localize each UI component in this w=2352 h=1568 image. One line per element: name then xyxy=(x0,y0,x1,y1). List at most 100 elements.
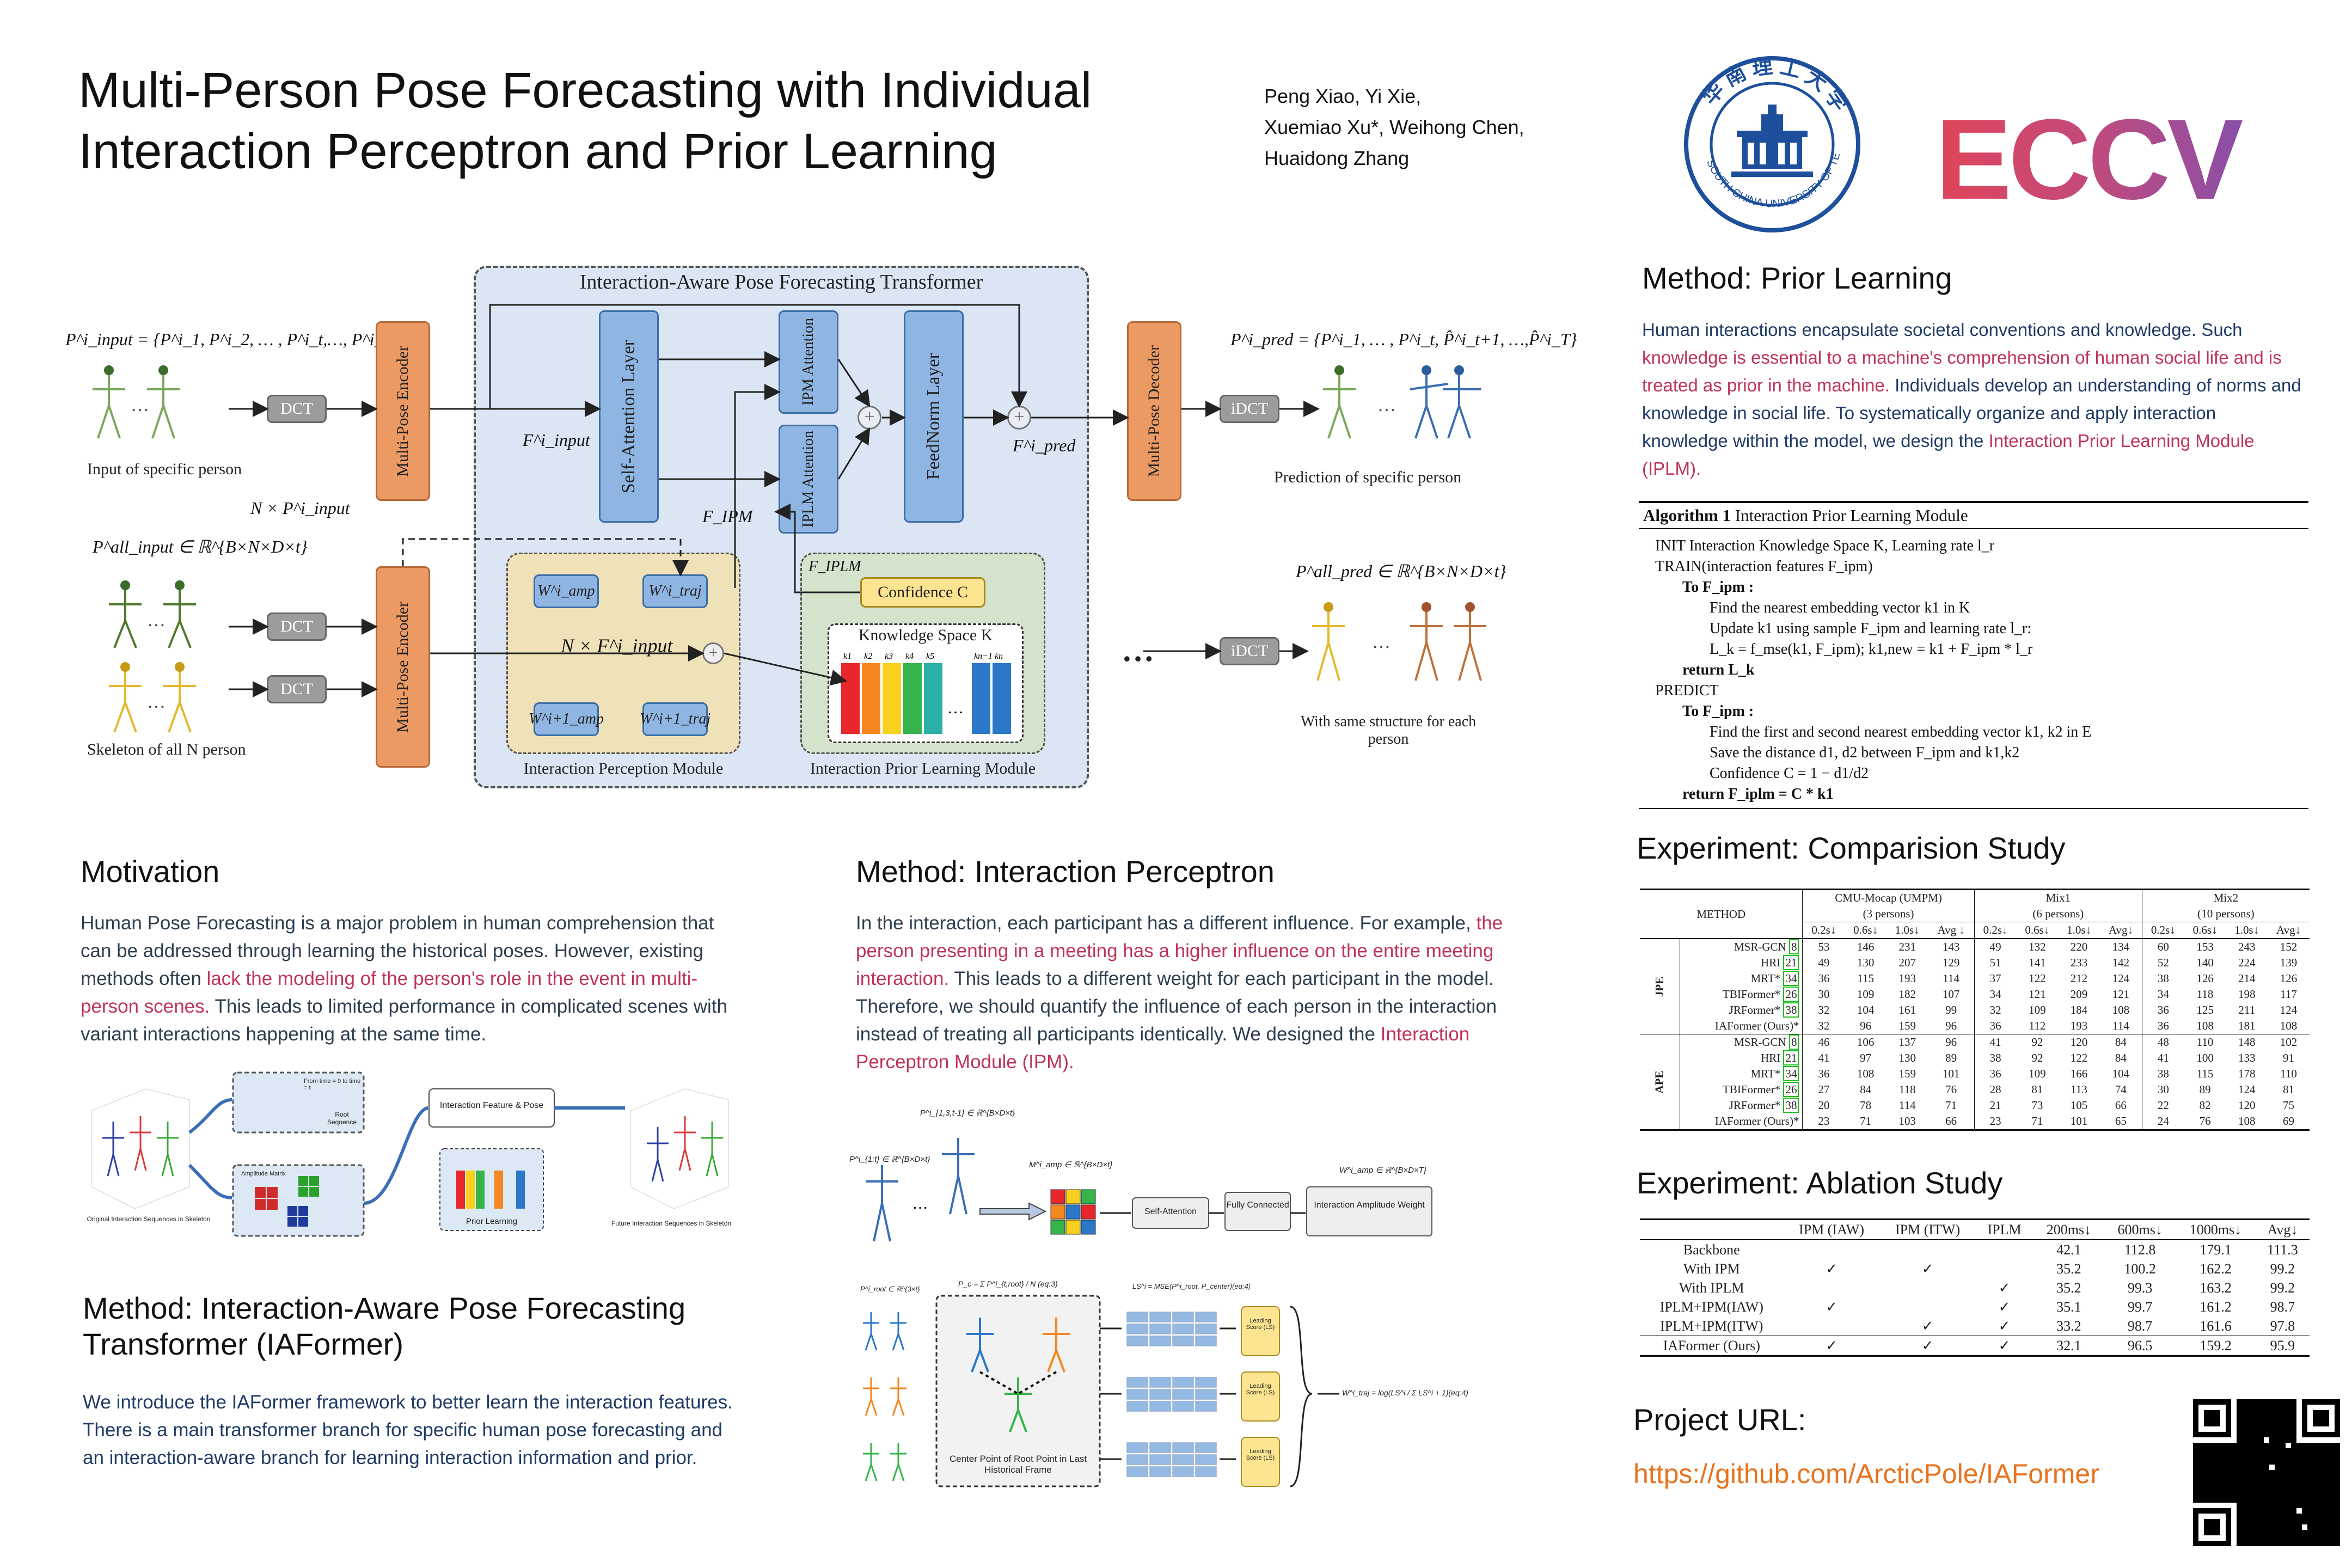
value-cell: 126 xyxy=(2280,972,2298,985)
col-header: Avg↓ xyxy=(2255,1219,2310,1240)
check-cell: ✓ xyxy=(1998,1280,2011,1296)
svg-text:…: … xyxy=(1372,632,1391,652)
scut-logo: 华 南 理 工 大 学 SOUTH CHINA UNIVERSITY OF TE… xyxy=(1678,45,1862,234)
knowledge-bar xyxy=(903,663,922,734)
value-cell: 212 xyxy=(2070,972,2088,985)
value-cell: 84 xyxy=(2115,1051,2127,1064)
group-subheader: (3 persons) xyxy=(1802,906,1975,922)
value-cell: 36 xyxy=(1974,1018,2017,1034)
value-cell: 109 xyxy=(2029,1067,2046,1080)
col-header: 0.2s↓ xyxy=(2141,922,2184,939)
value-cell: 113 xyxy=(2071,1083,2087,1096)
project-url-link[interactable]: https://github.com/ArcticPole/IAFormer xyxy=(1633,1459,2099,1489)
same-structure-caption: With same structure for each person xyxy=(1300,713,1477,748)
value-cell: 41 xyxy=(1974,1034,2017,1050)
para-text: Individuals develop an understanding of … xyxy=(1642,375,2301,451)
para-text: Human Pose Forecasting is a major proble… xyxy=(81,912,714,989)
knowledge-bar xyxy=(972,663,990,734)
algorithm-title: Algorithm 1 Interaction Prior Learning M… xyxy=(1639,503,2308,528)
pred-label: P^i_pred = {P^i_1, … , P^i_t, P̂^i_t+1, … xyxy=(1230,329,1577,349)
knowledge-bar-label: kn−1 xyxy=(974,652,993,661)
value-cell: 78 xyxy=(1860,1099,1872,1112)
value-cell: 109 xyxy=(1857,988,1875,1001)
svg-text:…: … xyxy=(147,692,166,712)
value-cell: 152 xyxy=(2280,940,2298,953)
value-cell: 96.5 xyxy=(2127,1338,2153,1353)
value-cell: 46 xyxy=(1802,1034,1845,1050)
value-cell: 38 xyxy=(1974,1050,2017,1066)
author-line: Peng Xiao, Yi Xie, xyxy=(1264,85,1422,107)
value-cell: 166 xyxy=(2070,1067,2088,1080)
method-cell: IAFormer (Ours)* xyxy=(1680,1018,1803,1034)
para-highlight: lack the modeling of the person's role i… xyxy=(81,968,698,1017)
value-cell: 130 xyxy=(1857,956,1875,969)
confidence-box: Confidence C xyxy=(860,577,985,608)
p13-label: P^i_{1,3,t-1} ∈ ℝ^{B×D×t} xyxy=(920,1108,1015,1118)
knowledge-bar-label: k3 xyxy=(885,652,893,661)
f-iplm-label: F_IPLM xyxy=(808,558,861,575)
value-cell: 233 xyxy=(2070,956,2088,969)
w-amp-box: W^i_amp xyxy=(534,574,599,608)
fully-connected-label: Fully Connected xyxy=(1226,1200,1289,1210)
p1t-label: P^i_{1:t} ∈ ℝ^{B×D×t} xyxy=(849,1155,930,1164)
knowledge-bar-label: k4 xyxy=(905,652,914,661)
col-header: IPLM xyxy=(1975,1219,2033,1240)
prior-learning-label: Prior Learning xyxy=(465,1217,518,1226)
value-cell: 211 xyxy=(2238,1003,2256,1016)
algorithm-body: INIT Interaction Knowledge Space K, Lear… xyxy=(1639,529,2308,808)
value-cell: 100 xyxy=(2196,1051,2214,1064)
para-highlight: the person presenting in a meeting has a… xyxy=(856,912,1503,989)
col-header: 1.0s↓ xyxy=(2058,922,2100,939)
value-cell: 100.2 xyxy=(2124,1261,2156,1277)
plus-node-2: + xyxy=(1007,406,1031,430)
algorithm-line: return F_iplm = C * k1 xyxy=(1682,786,1834,803)
col-header: IPM (ITW) xyxy=(1879,1219,1976,1240)
f-ipm-label: F_IPM xyxy=(702,506,753,526)
para-text: This leads to limited performance in com… xyxy=(81,996,727,1045)
value-cell: 193 xyxy=(1898,972,1916,985)
value-cell: 182 xyxy=(1898,988,1916,1001)
algorithm-line: return L_k xyxy=(1682,661,1755,678)
value-cell: 34 xyxy=(1974,987,2017,1002)
value-cell: 28 xyxy=(1974,1082,2017,1098)
value-cell: 89 xyxy=(2199,1083,2211,1096)
para-highlight: Interaction Perceptron Module (IPM). xyxy=(856,1024,1470,1073)
group-subheader: (6 persons) xyxy=(1974,906,2142,922)
p-all-pred-label: P^all_pred ∈ ℝ^{B×N×D×t} xyxy=(1296,561,1506,581)
algorithm-line: L_k = f_mse(k1, F_ipm); k1,new = k1 + F_… xyxy=(1710,641,2033,658)
svg-text:…: … xyxy=(131,395,149,415)
value-cell: 49 xyxy=(1974,939,2017,955)
value-cell: 140 xyxy=(2196,956,2214,969)
value-cell: 118 xyxy=(2196,988,2214,1001)
value-cell: 32 xyxy=(1802,1002,1845,1018)
iaformer-heading-line2: Transformer (IAFormer) xyxy=(83,1327,404,1361)
row-name: With IPM xyxy=(1683,1261,1740,1277)
motivation-figure: From time = 0 to time = t Root Sequence … xyxy=(81,1067,734,1247)
value-cell: 74 xyxy=(2115,1083,2127,1096)
value-cell: 71 xyxy=(1860,1114,1872,1128)
root-sequence-label: Root Sequence xyxy=(327,1111,357,1126)
algorithm-line: To F_ipm : xyxy=(1682,579,1754,596)
check-cell: ✓ xyxy=(1975,1316,2033,1336)
leading-score-2: Leading Score (LS) xyxy=(1246,1383,1275,1396)
value-cell: 142 xyxy=(2112,956,2130,969)
method-cell: MRT* 34 xyxy=(1680,971,1803,987)
ipm-plus: + xyxy=(702,642,724,664)
value-cell: 52 xyxy=(2141,955,2184,971)
block-label: JPE xyxy=(1640,939,1680,1034)
pred-all-skeletons: … xyxy=(1312,602,1486,681)
value-cell: 146 xyxy=(1857,940,1875,953)
value-cell: 122 xyxy=(2070,1051,2088,1064)
col-header: 0.2s↓ xyxy=(1802,922,1845,939)
value-cell: 98.7 xyxy=(2270,1299,2295,1315)
value-cell: 121 xyxy=(2112,988,2130,1001)
iplm-module-label: Interaction Prior Learning Module xyxy=(810,759,1036,777)
value-cell: 224 xyxy=(2238,956,2256,969)
